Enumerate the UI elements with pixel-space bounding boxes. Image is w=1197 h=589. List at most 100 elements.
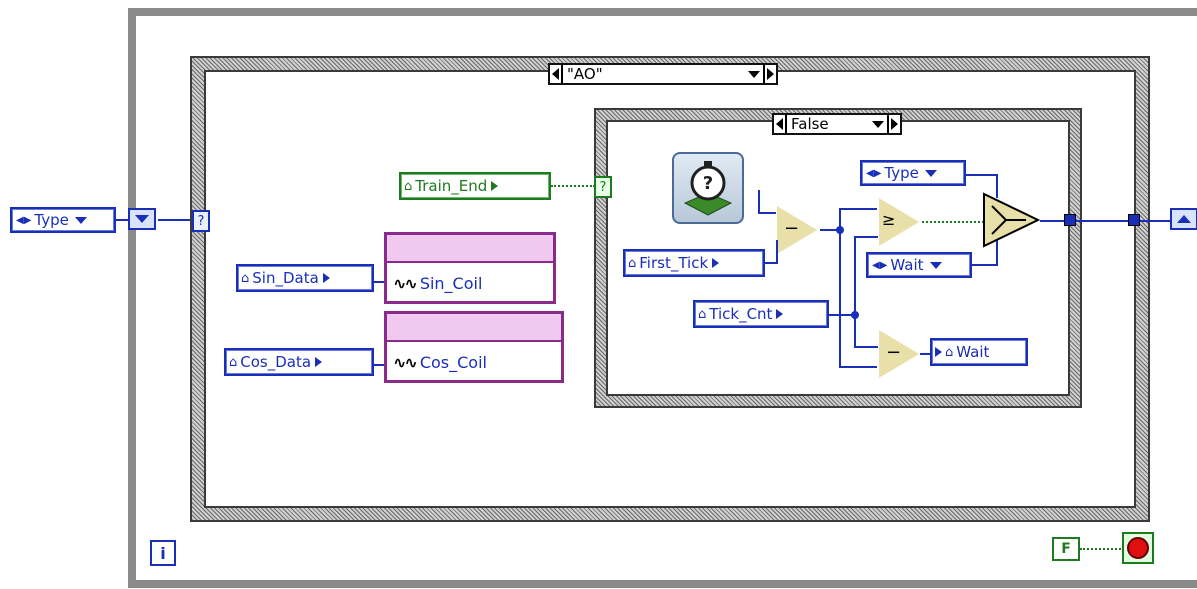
case-selector-inner-label: False xyxy=(791,115,829,133)
global-sin-data-label: Sin_Data xyxy=(252,269,319,287)
shift-register-left[interactable] xyxy=(128,208,156,230)
chevron-down-icon[interactable] xyxy=(872,120,884,128)
case-output-tunnel xyxy=(1064,214,1076,226)
wire-sub-to-gte xyxy=(839,208,877,210)
up-down-icon: ◀▶ xyxy=(872,259,888,271)
cos-coil-label: Cos_Coil xyxy=(419,352,487,372)
wire-tick-out-v xyxy=(758,190,760,214)
wire-gte-to-select xyxy=(922,221,984,223)
false-constant[interactable]: F xyxy=(1052,537,1080,561)
case-selector-terminal[interactable]: ? xyxy=(192,210,210,232)
global-wait-label: Wait xyxy=(956,343,990,361)
property-row[interactable]: ∿∿ Sin_Coil xyxy=(387,263,553,303)
property-node-sin-coil[interactable]: ∿∿ Sin_Coil xyxy=(384,232,556,304)
wire-type-inner xyxy=(966,174,998,176)
chevron-down-icon[interactable] xyxy=(929,261,942,269)
next-case-icon[interactable] xyxy=(767,68,774,80)
global-first-tick[interactable]: ⌂ First_Tick xyxy=(623,249,765,277)
type-enum-control[interactable]: ◀▶ Type xyxy=(10,207,116,233)
stop-icon xyxy=(1127,537,1149,559)
subtract-function[interactable]: − xyxy=(774,206,820,254)
inner-case-selector-terminal[interactable]: ? xyxy=(594,176,612,198)
divider xyxy=(785,115,787,133)
wire-first-tick-v xyxy=(776,240,778,264)
home-icon: ⌂ xyxy=(628,255,637,271)
wait-enum-label: Wait xyxy=(890,256,924,274)
waveform-icon: ∿∿ xyxy=(393,352,418,372)
global-train-end-label: Train_End xyxy=(415,177,488,195)
select-function[interactable] xyxy=(982,192,1041,248)
output-arrow-icon xyxy=(322,273,330,283)
gte-icon: ≥ xyxy=(882,210,896,229)
up-down-icon: ◀▶ xyxy=(16,214,32,226)
global-first-tick-label: First_Tick xyxy=(639,254,709,272)
wire-first-tick xyxy=(765,262,777,264)
wire-tick-cnt-v xyxy=(854,236,856,348)
shift-register-right[interactable] xyxy=(1170,208,1197,230)
next-case-icon[interactable] xyxy=(891,118,898,130)
output-arrow-icon xyxy=(491,181,499,191)
shift-down-icon xyxy=(135,215,149,223)
shift-up-icon xyxy=(1177,215,1191,223)
wire-shift-to-case xyxy=(158,219,190,221)
subtract-function-2[interactable]: − xyxy=(876,330,922,378)
type-enum-label: Type xyxy=(34,211,69,229)
output-arrow-icon xyxy=(315,357,323,367)
global-wait-write[interactable]: ⌂ Wait xyxy=(930,338,1028,366)
wait-enum-constant[interactable]: ◀▶ Wait xyxy=(866,252,972,278)
property-node-header xyxy=(387,314,561,342)
case-output-tunnel-main xyxy=(1128,214,1140,226)
wire-sub-v xyxy=(839,208,841,368)
stop-terminal[interactable] xyxy=(1122,532,1154,564)
wire-tick-to-minus2 xyxy=(854,346,878,348)
global-train-end[interactable]: ⌂ Train_End xyxy=(399,172,551,200)
case-selector-main[interactable]: "AO" xyxy=(548,63,778,85)
wire-wait-enum-v xyxy=(996,240,998,266)
up-down-icon: ◀▶ xyxy=(866,167,882,179)
wire-sin xyxy=(374,281,386,283)
wire-sub-to-minus2 xyxy=(839,366,877,368)
svg-text:?: ? xyxy=(703,173,713,194)
output-arrow-icon xyxy=(712,258,720,268)
home-icon: ⌂ xyxy=(241,270,250,286)
chevron-down-icon[interactable] xyxy=(74,216,87,224)
subtract-triangle xyxy=(879,330,919,378)
tick-count-icon[interactable]: ? xyxy=(672,152,744,224)
wire-type-to-shift xyxy=(116,219,130,221)
stopwatch-icon: ? xyxy=(683,161,733,216)
wire-tick-to-gte xyxy=(854,236,878,238)
waveform-icon: ∿∿ xyxy=(393,273,418,293)
type-enum-constant[interactable]: ◀▶ Type xyxy=(860,160,966,186)
wire-false-to-stop xyxy=(1080,548,1124,550)
iteration-terminal[interactable]: i xyxy=(150,540,176,566)
chevron-down-icon[interactable] xyxy=(748,70,760,78)
home-icon: ⌂ xyxy=(945,344,954,360)
property-row[interactable]: ∿∿ Cos_Coil xyxy=(387,342,561,382)
global-cos-data-label: Cos_Data xyxy=(240,353,312,371)
gte-triangle xyxy=(879,198,919,246)
wire-wait-enum xyxy=(972,264,998,266)
case-selector-label: "AO" xyxy=(567,65,603,83)
wire-cos xyxy=(374,364,386,366)
prev-case-icon[interactable] xyxy=(552,68,559,80)
property-node-header xyxy=(387,235,553,263)
wire-select-out xyxy=(1040,220,1172,222)
home-icon: ⌂ xyxy=(404,178,413,194)
output-arrow-icon xyxy=(776,309,784,319)
global-tick-cnt-label: Tick_Cnt xyxy=(709,305,773,323)
input-arrow-icon xyxy=(935,347,942,357)
type-enum-inner-label: Type xyxy=(884,164,919,182)
wire-type-inner-v xyxy=(996,174,998,198)
wire-train-end xyxy=(551,185,595,187)
prev-case-icon[interactable] xyxy=(776,118,783,130)
property-node-cos-coil[interactable]: ∿∿ Cos_Coil xyxy=(384,311,564,383)
global-sin-data[interactable]: ⌂ Sin_Data xyxy=(236,264,374,292)
greater-equal-function[interactable]: ≥ xyxy=(876,198,922,246)
home-icon: ⌂ xyxy=(229,354,238,370)
global-tick-cnt[interactable]: ⌂ Tick_Cnt xyxy=(693,300,829,328)
minus-icon: − xyxy=(886,342,902,363)
chevron-down-icon[interactable] xyxy=(924,169,937,177)
select-icon xyxy=(983,192,1041,248)
case-selector-inner[interactable]: False xyxy=(772,113,902,135)
global-cos-data[interactable]: ⌂ Cos_Data xyxy=(224,348,374,376)
